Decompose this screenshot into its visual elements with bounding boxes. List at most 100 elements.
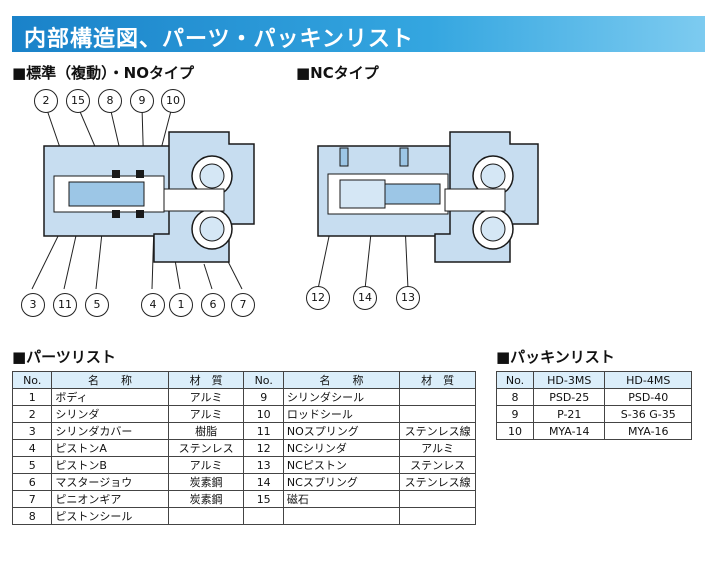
- table-cell: 12: [243, 439, 284, 457]
- col-no: No.: [11, 371, 53, 389]
- table-cell: PSD-40: [604, 388, 692, 406]
- table-cell: 炭素鋼: [167, 490, 245, 508]
- table-cell: [399, 388, 476, 406]
- callout-6: 6: [201, 293, 225, 317]
- table-cell: シリンダカバー: [51, 422, 169, 440]
- table-cell: PSD-25: [532, 388, 606, 406]
- callout-12: 12: [306, 286, 330, 310]
- table-cell: 11: [243, 422, 284, 440]
- parts-list-heading: ■パーツリスト: [12, 348, 116, 366]
- table-cell: 樹脂: [167, 422, 245, 440]
- nc-cross-section-diagram: [317, 131, 539, 290]
- table-cell: MYA-16: [604, 422, 692, 440]
- callout-8: 8: [98, 89, 122, 113]
- callout-14: 14: [353, 286, 377, 310]
- table-cell: 15: [243, 490, 284, 508]
- table-cell: 9: [496, 405, 534, 423]
- table-cell: [399, 405, 476, 423]
- table-cell: 8: [11, 507, 53, 525]
- nc-type-label: ■NCタイプ: [296, 64, 379, 82]
- callout-11: 11: [53, 293, 77, 317]
- col-no-2: No.: [243, 371, 284, 389]
- callout-10: 10: [161, 89, 185, 113]
- table-cell: ピストンB: [51, 456, 169, 474]
- table-cell: 13: [243, 456, 284, 474]
- table-cell: ロッドシール: [282, 405, 401, 423]
- callout-5: 5: [85, 293, 109, 317]
- table-cell: 炭素鋼: [167, 473, 245, 491]
- table-cell: アルミ: [167, 388, 245, 406]
- table-cell: NCスプリング: [282, 473, 401, 491]
- table-cell: 4: [11, 439, 53, 457]
- callout-3: 3: [21, 293, 45, 317]
- table-cell: [167, 507, 245, 525]
- col-name-2: 名 称: [282, 371, 401, 389]
- title-banner: 内部構造図、パーツ・パッキンリスト: [12, 16, 705, 52]
- table-cell: 6: [11, 473, 53, 491]
- parts-header-row: No. 名 称 材 質 No. 名 称 材 質: [11, 371, 476, 389]
- table-cell: NOスプリング: [282, 422, 401, 440]
- table-cell: [243, 507, 284, 525]
- pack-col-no: No.: [496, 371, 534, 389]
- table-cell: [399, 507, 476, 525]
- pack-col-hd3ms: HD-3MS: [532, 371, 606, 389]
- table-cell: シリンダシール: [282, 388, 401, 406]
- table-cell: MYA-14: [532, 422, 606, 440]
- callout-2: 2: [34, 89, 58, 113]
- col-material: 材 質: [167, 371, 245, 389]
- table-cell: 10: [496, 422, 534, 440]
- table-cell: 2: [11, 405, 53, 423]
- callout-13: 13: [396, 286, 420, 310]
- table-cell: 9: [243, 388, 284, 406]
- table-cell: NCピストン: [282, 456, 401, 474]
- table-cell: [399, 490, 476, 508]
- table-cell: ピストンA: [51, 439, 169, 457]
- table-cell: シリンダ: [51, 405, 169, 423]
- table-cell: 5: [11, 456, 53, 474]
- callout-15: 15: [66, 89, 90, 113]
- table-cell: ステンレス線: [399, 473, 476, 491]
- table-cell: [282, 507, 401, 525]
- table-cell: ステンレス: [399, 456, 476, 474]
- page-title: 内部構造図、パーツ・パッキンリスト: [24, 27, 414, 52]
- table-cell: 1: [11, 388, 53, 406]
- table-cell: ステンレス: [167, 439, 245, 457]
- std-type-label: ■標準（複動）・NOタイプ: [12, 64, 194, 82]
- pack-col-hd4ms: HD-4MS: [604, 371, 692, 389]
- table-cell: ピストンシール: [51, 507, 169, 525]
- table-cell: マスタージョウ: [51, 473, 169, 491]
- table-cell: S-36 G-35: [604, 405, 692, 423]
- table-cell: 14: [243, 473, 284, 491]
- table-cell: NCシリンダ: [282, 439, 401, 457]
- col-material-2: 材 質: [399, 371, 476, 389]
- callout-4: 4: [141, 293, 165, 317]
- table-cell: アルミ: [167, 405, 245, 423]
- callout-7: 7: [231, 293, 255, 317]
- packing-header-row: No. HD-3MS HD-4MS: [496, 371, 692, 389]
- table-cell: ピニオンギア: [51, 490, 169, 508]
- table-cell: 磁石: [282, 490, 401, 508]
- table-cell: 10: [243, 405, 284, 423]
- table-cell: 3: [11, 422, 53, 440]
- col-name: 名 称: [51, 371, 169, 389]
- callout-1: 1: [169, 293, 193, 317]
- table-cell: 8: [496, 388, 534, 406]
- table-cell: ステンレス線: [399, 422, 476, 440]
- table-cell: 7: [11, 490, 53, 508]
- table-cell: アルミ: [399, 439, 476, 457]
- callout-9: 9: [130, 89, 154, 113]
- table-cell: ボディ: [51, 388, 169, 406]
- table-cell: アルミ: [167, 456, 245, 474]
